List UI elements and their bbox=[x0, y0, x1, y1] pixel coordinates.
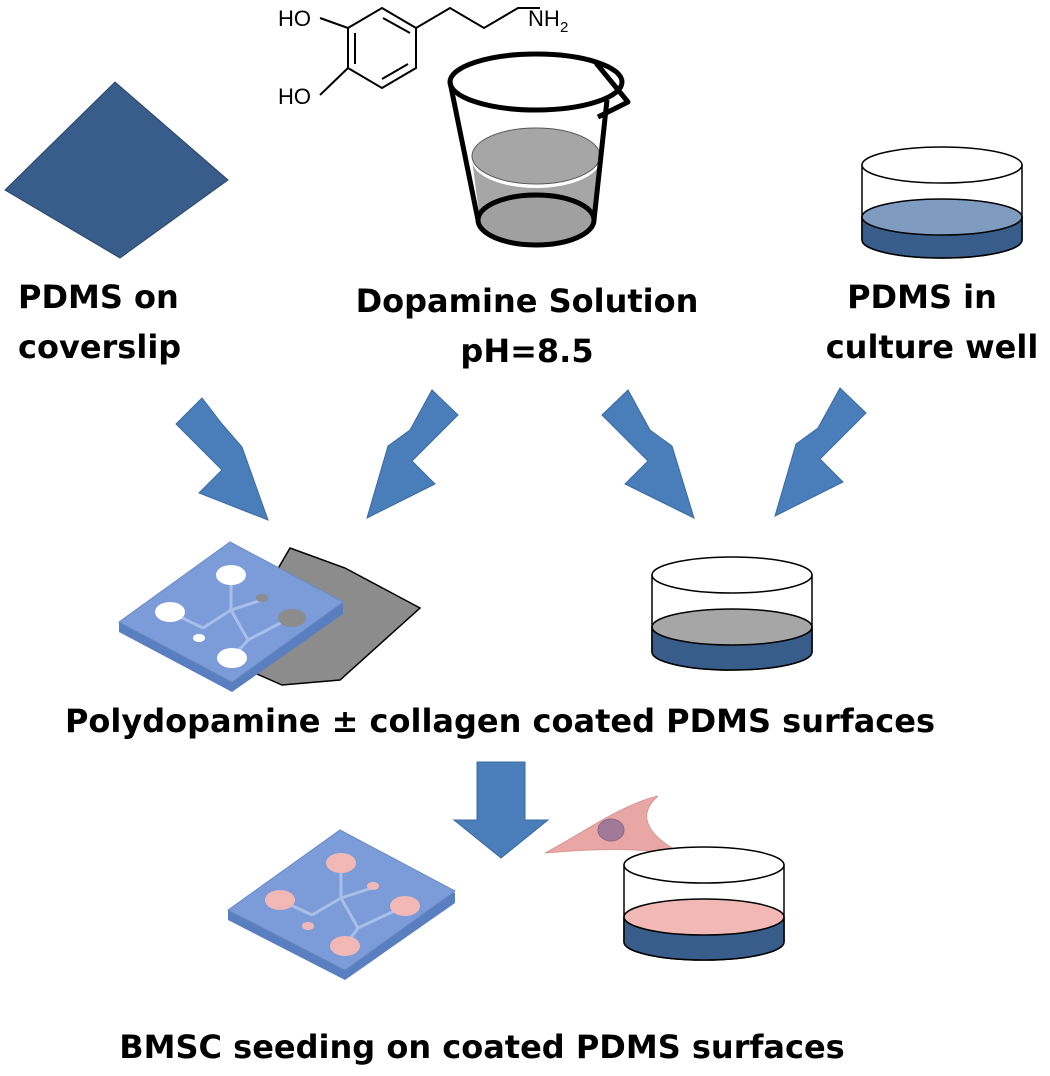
bmsc-cell-icon bbox=[544, 795, 685, 856]
well-pdms-surface-top bbox=[861, 198, 1023, 236]
label-pdms-coverslip-1: PDMS on bbox=[18, 278, 179, 316]
label-dopamine-2: pH=8.5 bbox=[460, 332, 593, 370]
beaker-icon bbox=[447, 51, 631, 248]
seeded-port-4 bbox=[390, 896, 420, 916]
beaker-rim bbox=[447, 51, 625, 113]
arrow-well-down-left bbox=[774, 387, 867, 517]
amine-label: NH bbox=[528, 6, 560, 31]
amine-subscript: 2 bbox=[560, 19, 568, 36]
well-rim-seeded bbox=[623, 846, 785, 884]
chip-port-4-gray bbox=[278, 609, 306, 627]
beaker-wall-right bbox=[591, 99, 610, 221]
ring-double-bond-2 bbox=[381, 63, 409, 80]
seeded-port-3 bbox=[330, 936, 360, 956]
hydroxyl-bond-top bbox=[319, 17, 349, 29]
culture-well-seeded bbox=[623, 846, 785, 961]
beaker-wall-left bbox=[447, 81, 481, 221]
hydroxyl-bond-bottom bbox=[319, 67, 349, 96]
seeded-port-1 bbox=[326, 853, 356, 873]
label-pdms-well-2: culture well bbox=[826, 328, 1039, 366]
hydroxyl-label-bottom: HO bbox=[278, 84, 311, 109]
beaker-base bbox=[475, 192, 597, 248]
arrow-coverslip-down-right bbox=[175, 397, 269, 521]
well-coated-surface bbox=[651, 608, 813, 646]
seeded-port-5 bbox=[367, 882, 379, 890]
pdms-coverslip-diamond bbox=[4, 81, 229, 259]
ring-double-bond-1 bbox=[382, 17, 411, 34]
microfluidic-chip-coated bbox=[118, 541, 344, 692]
chip-port-3 bbox=[217, 648, 247, 668]
seeded-port-2 bbox=[265, 890, 295, 910]
ethylamine-chain bbox=[415, 6, 540, 30]
hydroxyl-label-top: HO bbox=[278, 6, 311, 31]
caption-bmsc-seeding: BMSC seeding on coated PDMS surfaces bbox=[119, 1028, 844, 1066]
culture-well-coated bbox=[651, 556, 813, 671]
well-seeded-surface bbox=[623, 898, 785, 936]
chip-port-5-gray bbox=[256, 594, 268, 602]
well-rim-top bbox=[861, 146, 1023, 184]
arrow-down-seeding bbox=[452, 761, 550, 859]
arrow-dopamine-down-right bbox=[601, 389, 695, 519]
chip-port-2 bbox=[155, 602, 185, 622]
label-dopamine-1: Dopamine Solution bbox=[356, 282, 699, 320]
dopamine-molecule bbox=[319, 6, 540, 96]
caption-coated-surfaces: Polydopamine ± collagen coated PDMS surf… bbox=[65, 702, 935, 740]
chip-port-1 bbox=[216, 565, 246, 585]
chip-port-6 bbox=[193, 634, 205, 642]
arrow-dopamine-down-left bbox=[366, 389, 459, 519]
solution-surface bbox=[471, 127, 601, 185]
beaker-spout bbox=[594, 61, 631, 120]
benzene-ring bbox=[347, 6, 417, 90]
culture-well-top bbox=[861, 146, 1023, 259]
seeded-port-6 bbox=[302, 922, 314, 930]
well-rim-coated bbox=[651, 556, 813, 594]
microfluidic-chip-seeded bbox=[227, 829, 456, 980]
cell-nucleus bbox=[597, 818, 625, 842]
label-pdms-coverslip-2: coverslip bbox=[18, 328, 181, 366]
label-pdms-well-1: PDMS in bbox=[847, 278, 997, 316]
